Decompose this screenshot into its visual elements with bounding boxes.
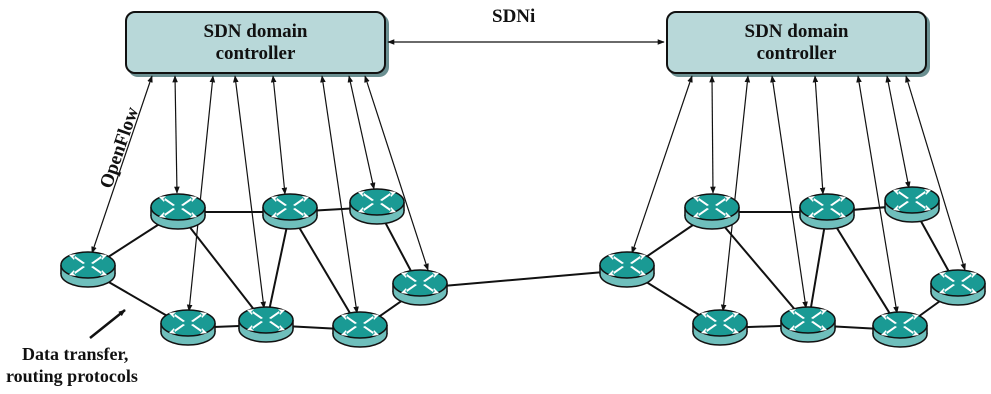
router-icon (884, 186, 940, 223)
data-transfer-label-line2: routing protocols (6, 366, 138, 386)
router-icon (332, 311, 388, 348)
router-icon (60, 251, 116, 288)
sdni-label: SDNi (492, 6, 536, 27)
router-icon (349, 188, 405, 225)
right-controller-label: SDN domain controller (744, 20, 849, 64)
router-icon (872, 311, 928, 348)
left-openflow-arrows (91, 75, 429, 314)
router-icon (160, 309, 216, 346)
data-transfer-label-line1: Data transfer, (22, 344, 129, 364)
router-icon (692, 309, 748, 346)
data-transfer-arrow (89, 309, 126, 339)
router-icon (150, 193, 206, 230)
router-icon (238, 306, 294, 343)
right-openflow-arrows (631, 75, 966, 314)
router-icon (780, 306, 836, 343)
router-icon (599, 251, 655, 288)
router-icon (799, 193, 855, 230)
router-icon (684, 193, 740, 230)
left-controller-label: SDN domain controller (203, 20, 308, 64)
left-sdn-controller: SDN domain controller (125, 11, 386, 74)
router-icon (930, 269, 986, 306)
router-icon (392, 269, 448, 306)
router-icon (262, 193, 318, 230)
right-sdn-controller: SDN domain controller (666, 11, 927, 74)
